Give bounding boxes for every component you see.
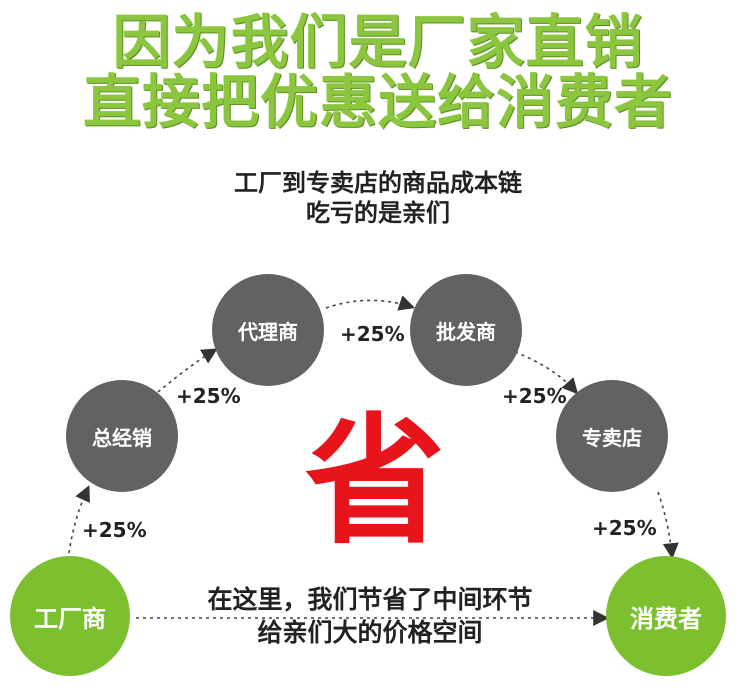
subtitle-line-2: 吃亏的是亲们 bbox=[306, 199, 450, 227]
markup-label-1: +25% bbox=[82, 518, 147, 542]
markup-label-5: +25% bbox=[592, 516, 657, 540]
node-store-label: 专卖店 bbox=[582, 425, 642, 450]
markup-label-4: +25% bbox=[502, 384, 567, 408]
node-store: 专卖店 bbox=[556, 380, 668, 492]
node-wholesaler-label: 批发商 bbox=[436, 319, 496, 344]
connector-agent-wholesaler bbox=[325, 295, 416, 311]
markup-label-3: +25% bbox=[340, 322, 405, 346]
headline-line-2: 直接把优惠送给消费者 bbox=[82, 68, 673, 136]
node-distributor-label: 总经销 bbox=[92, 425, 152, 450]
connector-factory-distributor bbox=[67, 485, 90, 561]
connector-wholesaler-store bbox=[514, 351, 579, 395]
node-factory-label: 工厂商 bbox=[34, 604, 106, 633]
connector-distributor-agent bbox=[157, 348, 218, 393]
headline-line-1: 因为我们是厂家直销 bbox=[112, 8, 644, 76]
node-agent-label: 代理商 bbox=[238, 319, 298, 344]
bottom-note-line-2: 给亲们大的价格空间 bbox=[257, 618, 483, 647]
node-distributor: 总经销 bbox=[66, 380, 178, 492]
node-consumer: 消费者 bbox=[606, 556, 726, 676]
connector-store-consumer bbox=[657, 491, 679, 560]
node-factory: 工厂商 bbox=[10, 556, 130, 676]
markup-label-2: +25% bbox=[176, 384, 241, 408]
node-consumer-label: 消费者 bbox=[630, 604, 702, 633]
savings-mark: 省 bbox=[304, 401, 445, 564]
subtitle-line-1: 工厂到专卖店的商品成本链 bbox=[234, 169, 522, 197]
node-wholesaler: 批发商 bbox=[410, 274, 522, 386]
bottom-note-line-1: 在这里，我们节省了中间环节 bbox=[207, 585, 533, 614]
node-agent: 代理商 bbox=[212, 274, 324, 386]
